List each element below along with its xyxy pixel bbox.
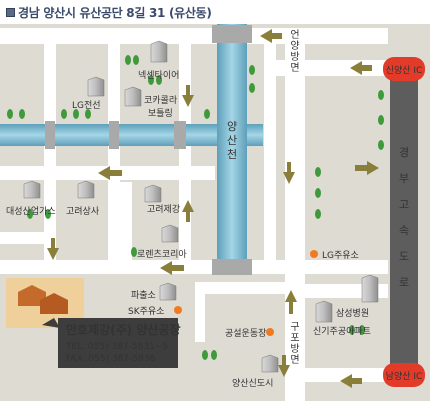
landmark-labels: 넥센타이어 LG전선 코카콜라 보틀링 대성산업가스 고려상사 고려제강 로렌츠… xyxy=(6,70,371,389)
address-title: 경남 양산시 유산공단 8길 31 (유산동) xyxy=(18,6,212,20)
ic-bottom-label: 남양산 IC xyxy=(386,371,423,382)
eonyang-direction-char: 언 xyxy=(290,29,299,41)
building-lg-cable-icon xyxy=(87,76,105,97)
arrow-left-icon xyxy=(98,166,122,180)
arrow-left-icon xyxy=(340,374,362,388)
label-newtown: 양산신도시 xyxy=(232,378,273,389)
expressway-label-char: 속 xyxy=(399,224,409,237)
address-header: 경남 양산시 유산공단 8길 31 (유산동) xyxy=(0,0,430,24)
company-tel: TEL. 055) 387-5831~5 xyxy=(65,342,168,352)
label-lg-cable: LG전선 xyxy=(72,100,101,111)
building-goryeo-jegang-icon xyxy=(144,184,162,203)
gupo-direction-char: 구 xyxy=(290,322,299,333)
ic-top-badge xyxy=(383,57,425,81)
company-name: 만호제강(주) 양산공장 xyxy=(66,322,181,337)
label-singi-apt: 신기주공아파트 xyxy=(313,326,371,337)
factory-icon xyxy=(40,293,68,314)
label-daesung: 대성산업가스 xyxy=(6,206,56,217)
label-public-ground: 공설운동장 xyxy=(225,328,266,339)
building-newtown-icon xyxy=(261,354,279,373)
building-singi-apt-icon xyxy=(315,300,333,323)
gupo-direction-char: 면 xyxy=(290,354,299,366)
label-goryeo-sangsa: 고려상사 xyxy=(66,206,100,217)
label-cocacola-2: 보틀링 xyxy=(148,107,173,119)
expressway-label-char: 경 xyxy=(399,146,409,159)
eonyang-direction-char: 방 xyxy=(290,51,299,63)
company-info-box xyxy=(58,318,178,368)
building-goryeo-sangsa-icon xyxy=(77,180,95,199)
label-sk-gas: SK주유소 xyxy=(128,306,164,317)
eonyang-direction-char: 양 xyxy=(290,40,299,52)
label-nexen: 넥센타이어 xyxy=(138,70,179,81)
eonyang-direction-char: 면 xyxy=(290,62,299,74)
label-cocacola-1: 코카콜라 xyxy=(144,95,178,106)
arrow-right-icon xyxy=(355,161,379,175)
arrow-left-icon xyxy=(160,261,184,275)
sk-gas-marker-icon xyxy=(174,306,182,314)
label-goryeo-jegang: 고려제강 xyxy=(147,204,180,215)
river-label-1: 양 xyxy=(227,120,237,133)
expressway-label-char: 로 xyxy=(399,276,409,289)
arrow-up-icon xyxy=(285,290,297,314)
river: 양 산 천 xyxy=(0,24,263,275)
route-arrows xyxy=(47,29,379,388)
expressway-label-char: 도 xyxy=(399,250,409,263)
building-nexen-icon xyxy=(150,40,168,63)
building-police-icon xyxy=(159,282,177,301)
arrow-left-icon xyxy=(260,29,282,43)
river-label-3: 천 xyxy=(227,147,237,161)
arrow-down-icon xyxy=(283,162,295,184)
river-label-2: 산 xyxy=(227,134,237,147)
label-police: 파출소 xyxy=(131,290,156,301)
ic-top-label: 신양산 IC xyxy=(386,65,423,76)
company-fax: FAX. 055) 387-5836 xyxy=(66,354,156,364)
building-daesung-icon xyxy=(23,180,41,199)
building-samsung-hospital-icon xyxy=(361,274,379,303)
lg-gas-marker-icon xyxy=(310,250,318,258)
building-lorenz-icon xyxy=(161,224,179,243)
label-lorenz: 로렌츠코리아 xyxy=(137,249,187,260)
arrow-down-icon xyxy=(182,85,194,107)
ic-bottom-badge xyxy=(383,363,425,387)
expressway-label-char: 부 xyxy=(399,172,409,185)
public-ground-marker-icon xyxy=(266,328,274,336)
company-site: 만호제강(주) 양산공장 TEL. 055) 387-5831~5 FAX. 0… xyxy=(6,278,181,368)
label-lg-gas: LG주유소 xyxy=(322,250,359,261)
factory-icon xyxy=(18,285,46,306)
label-samsung-hospital: 삼성병원 xyxy=(336,308,369,319)
arrow-down-icon xyxy=(278,355,290,377)
gupo-direction-char: 방 xyxy=(290,343,299,355)
building-cocacola-icon xyxy=(124,86,142,107)
buildings xyxy=(23,40,379,373)
arrow-down-icon xyxy=(47,238,59,260)
expressway-label-char: 고 xyxy=(399,198,409,211)
gupo-direction-char: 포 xyxy=(290,333,299,344)
arrow-up-icon xyxy=(182,200,194,222)
header-bullet-icon xyxy=(6,8,15,17)
arrow-left-icon xyxy=(350,61,372,75)
